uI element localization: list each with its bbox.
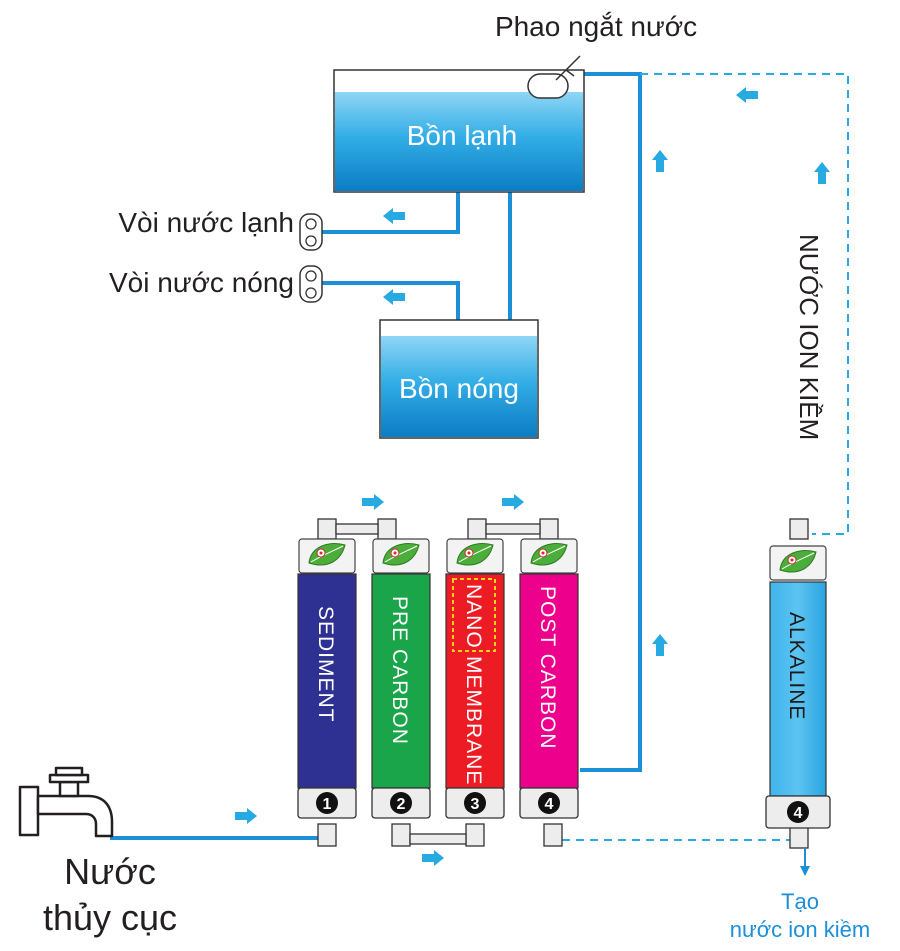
filter-3-name-nano: NANO — [462, 584, 485, 649]
float-valve-label: Phao ngắt nước — [495, 11, 697, 42]
arrow-up-main-top — [652, 150, 668, 172]
alkaline-number: 4 — [794, 805, 803, 822]
hot-tank: Bồn nóng — [379, 319, 539, 439]
filter-pre-carbon: 2 PRE CARBON — [371, 538, 431, 819]
alkaline-name: ALKALINE — [785, 612, 808, 720]
arrow-left-cold — [383, 208, 405, 224]
filter-alkaline: 4 ALKALINE — [765, 545, 831, 829]
arrow-left-hot — [383, 289, 405, 305]
leaf-logo-icon — [520, 538, 578, 574]
filter-3-number: 3 — [471, 796, 480, 813]
leaf-logo-icon — [298, 538, 356, 574]
hot-tap-label: Vòi nước nóng — [109, 267, 294, 298]
alkaline-water-vertical-label: NƯỚC ION KIỀM — [794, 234, 824, 440]
top-connectors — [317, 518, 809, 540]
filter-4-name: POST CARBON — [536, 586, 559, 749]
arrow-left-top — [736, 87, 758, 103]
filter-1-number: 1 — [323, 796, 332, 813]
bottom-connectors — [317, 823, 809, 849]
leaf-logo-icon — [769, 545, 827, 581]
output-arrow-icon — [800, 848, 810, 876]
pipes — [110, 72, 642, 840]
filter-2-name: PRE CARBON — [388, 596, 411, 745]
dashed-pipes — [562, 73, 849, 841]
filter-3-name-membrane: MEMBRANE — [462, 656, 485, 785]
cold-tap-icon — [299, 213, 323, 251]
leaf-logo-icon — [372, 538, 430, 574]
faucet-icon — [18, 766, 114, 838]
pipe-main-up — [580, 72, 642, 772]
tap-water-label-line1: Nước — [64, 851, 156, 892]
pipe-hot-tap — [322, 281, 460, 320]
filter-post-carbon-body — [519, 573, 579, 789]
filter-1-name: SEDIMENT — [314, 606, 337, 723]
hot-tap-icon — [299, 265, 323, 303]
arrow-up-alkaline — [814, 162, 830, 184]
pipe-alkaline-return — [640, 73, 849, 535]
nano-highlight-box — [452, 578, 496, 652]
arrow-right-1 — [362, 494, 384, 510]
tap-water-label-line2: thủy cục — [43, 897, 177, 938]
float-valve-icon — [527, 55, 581, 99]
filter-nano-membrane: 3 NANO MEMBRANE — [445, 538, 505, 819]
arrow-right-2 — [502, 494, 524, 510]
cold-tap-label: Vòi nước lạnh — [118, 207, 294, 238]
arrow-up-main-bottom — [652, 634, 668, 656]
arrow-right-in — [235, 808, 257, 824]
output-label-line2: nước ion kiềm — [730, 917, 870, 942]
filter-sediment: 1 SEDIMENT — [297, 538, 357, 819]
filter-2-number: 2 — [397, 796, 406, 813]
cold-tank-label: Bồn lạnh — [407, 120, 518, 151]
pipe-cold-tap — [322, 192, 460, 234]
hot-tank-label: Bồn nóng — [399, 373, 519, 404]
filter-post-carbon: 4 POST CARBON — [519, 538, 579, 819]
leaf-logo-icon — [446, 538, 504, 574]
filter-alkaline-body — [769, 581, 827, 797]
output-label-line1: Tạo — [781, 889, 819, 914]
filter-4-number: 4 — [545, 796, 554, 813]
arrow-right-bottom — [422, 850, 444, 866]
filter-pre-carbon-body — [371, 573, 431, 789]
